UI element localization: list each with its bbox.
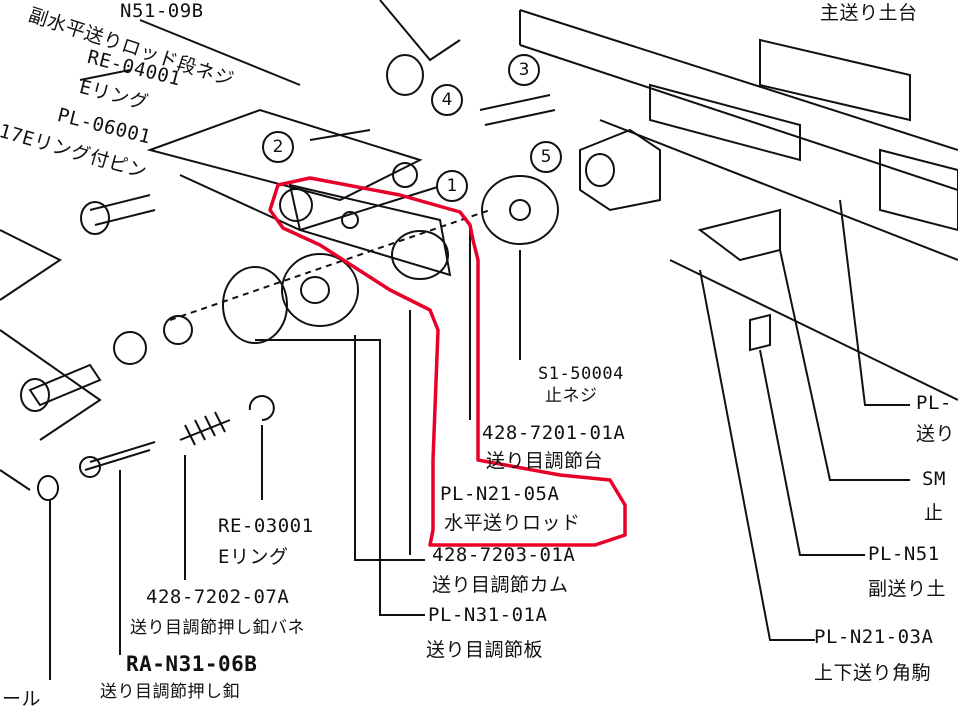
label-ra-n31-06b: RA-N31-06B [126,652,258,676]
label-s1-50004: S1-50004 [538,364,624,384]
label-pl-n51: PL-N51 [868,543,940,565]
label-n51-09b: N51-09B [120,0,204,22]
label-pl-n31-01a: PL-N31-01A [428,604,548,626]
feed-cam-shape [281,253,359,327]
highlight-outline-horizontal-feed-rod [268,176,627,547]
horizontal-feed-rod-shape [288,183,452,277]
label-428-7203-01a: 428-7203-01A [432,544,576,566]
callout-1: 1 [436,170,468,202]
label-feed-adjust-cam: 送り目調節カム [432,574,569,596]
main-feed-base-outline [519,9,958,191]
label-428-7202-07a: 428-7202-07A [146,586,290,608]
label-left-edge-fragment: ール [2,688,42,710]
label-re-03001: RE-03001 [218,515,314,537]
callout-5: 5 [530,141,562,173]
base-slot [649,83,801,162]
label-sub-feed-base: 副送り土 [868,578,947,600]
callout-4: 4 [431,84,463,116]
label-feed-adjust-base: 送り目調節台 [486,450,604,472]
left-plate-outline [0,229,102,491]
label-sm-right: SM [922,468,946,490]
feed-plate-shape [222,266,288,344]
upper-bracket-outline [146,108,423,202]
label-feed-adjust-plate: 送り目調節板 [426,639,544,661]
label-pl-n21-05a: PL-N21-05A [440,483,560,505]
label-stop-right: 止 [924,502,944,524]
label-feed-adjust-button: 送り目調節押し釦 [100,682,240,702]
label-428-7201-01a: 428-7201-01A [482,422,626,444]
label-pl-right-1: PL- [916,392,952,414]
callout-3: 3 [508,54,540,86]
label-stop-screw: 止ネジ [545,386,598,406]
label-feed-right-1: 送り [916,423,956,445]
label-main-feed-base: 主送り土台 [820,2,918,24]
label-feed-adjust-button-spring: 送り目調節押し釦バネ [130,618,305,638]
label-e-ring-2: Eリング [218,546,289,568]
square-block [579,128,661,212]
label-horizontal-feed-rod: 水平送りロッド [444,512,581,534]
screw-shape [28,363,102,407]
label-vertical-feed-block: 上下送り角駒 [814,662,932,684]
label-pl-n21-03a: PL-N21-03A [814,626,934,648]
feed-adjust-base-shape [481,175,559,245]
callout-2: 2 [262,131,294,163]
